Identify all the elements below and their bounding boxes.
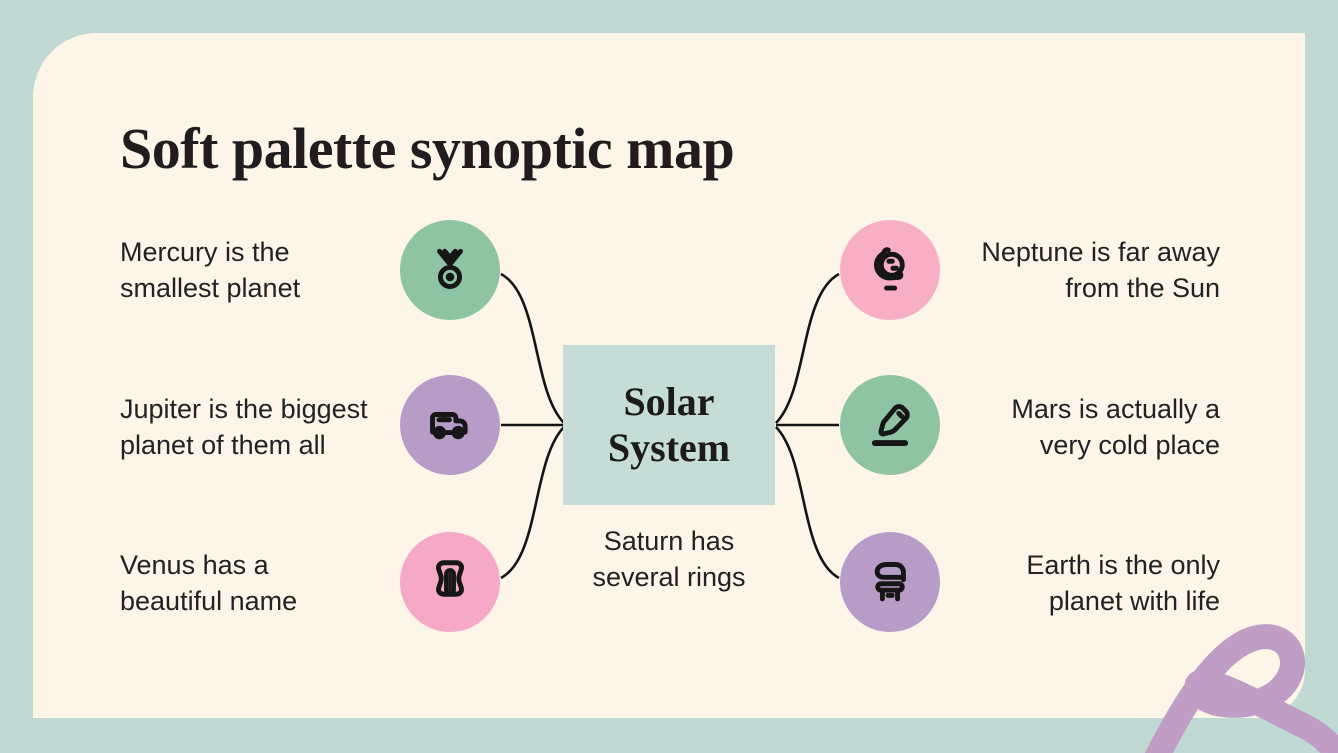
center-caption: Saturn has several rings	[592, 526, 746, 592]
medal-icon	[437, 248, 463, 290]
node-mars	[840, 375, 940, 475]
center-topic-label: Solar	[623, 379, 715, 424]
sharpener-icon	[436, 560, 464, 597]
label-mars: Mars is actually a very cold place	[1011, 394, 1220, 460]
label-venus: Venus has a beautiful name	[120, 550, 298, 616]
node-jupiter	[400, 375, 500, 475]
node-mercury	[400, 220, 500, 320]
center-topic-label: System	[607, 425, 731, 470]
label-mercury: Mercury is the smallest planet	[120, 237, 301, 303]
label-jupiter: Jupiter is the biggest planet of them al…	[120, 394, 368, 460]
marker-icon	[871, 404, 910, 446]
chair-icon	[874, 562, 906, 602]
truck-icon	[430, 412, 468, 440]
globe-icon	[873, 247, 905, 291]
label-neptune: Neptune is far away from the Sun	[981, 237, 1220, 303]
node-earth	[840, 532, 940, 632]
node-venus	[400, 532, 500, 632]
page-title: Soft palette synoptic map	[120, 115, 735, 181]
node-neptune	[840, 220, 940, 320]
center-topic-box: Solar System	[563, 345, 775, 505]
label-earth: Earth is the only planet with life	[1026, 550, 1220, 616]
